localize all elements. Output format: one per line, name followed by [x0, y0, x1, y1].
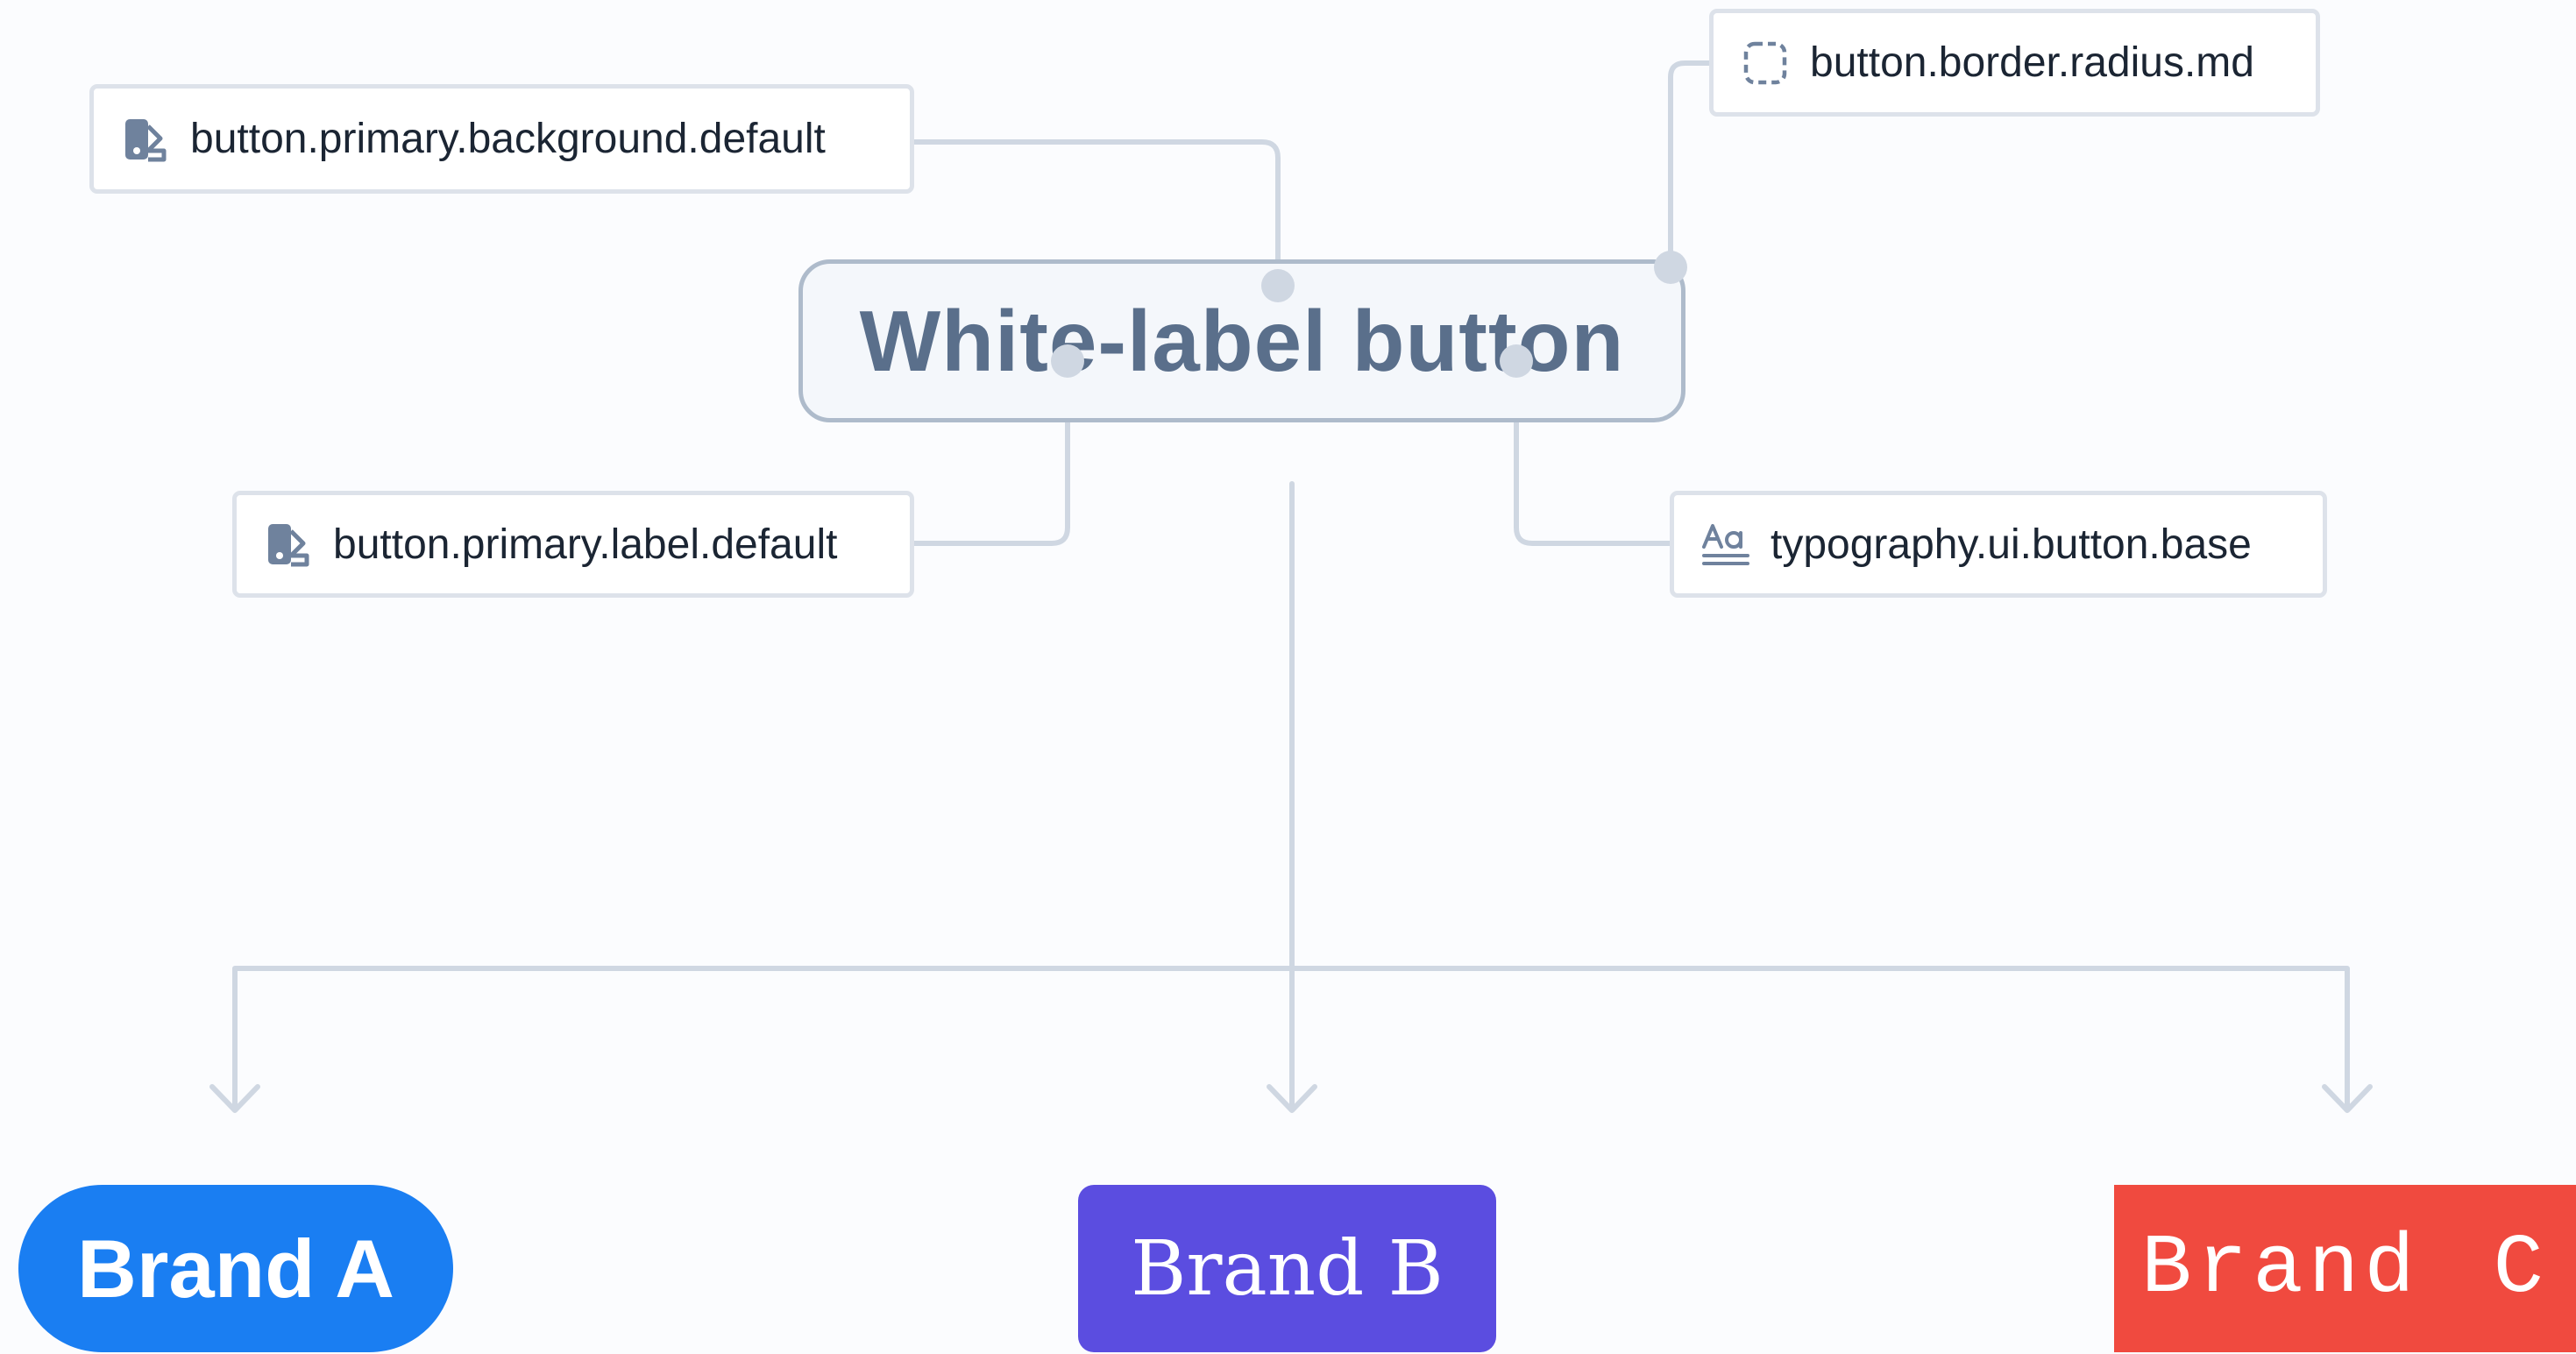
- connector-background: [912, 139, 1281, 288]
- token-border-radius: button.border.radius.md: [1709, 9, 2320, 117]
- border-radius-icon: [1740, 38, 1791, 89]
- color-swatch-icon: [120, 114, 171, 165]
- white-label-button-node: White-label button: [798, 259, 1685, 422]
- connector-branch: [232, 966, 2350, 1111]
- token-background-text: button.primary.background.default: [190, 116, 826, 162]
- token-background-default: button.primary.background.default: [89, 84, 914, 194]
- brand-c-label: Brand C: [2140, 1221, 2550, 1316]
- brand-c-button[interactable]: Brand C: [2114, 1185, 2576, 1352]
- connector-radius: [1668, 60, 1712, 270]
- token-radius-text: button.border.radius.md: [1810, 39, 2254, 86]
- token-typography: typography.ui.button.base: [1670, 491, 2327, 598]
- arrowhead-brand-c: [2322, 1084, 2373, 1113]
- brand-a-button[interactable]: Brand A: [18, 1185, 453, 1352]
- hub-title: White-label button: [859, 292, 1625, 389]
- brand-b-button[interactable]: Brand B: [1078, 1185, 1496, 1352]
- connector-typography: [1514, 358, 1672, 546]
- connector-label: [912, 358, 1070, 546]
- arrowhead-brand-a: [209, 1084, 260, 1113]
- token-label-text: button.primary.label.default: [333, 521, 838, 568]
- brand-b-label: Brand B: [1131, 1224, 1444, 1313]
- token-label-default: button.primary.label.default: [232, 491, 914, 598]
- color-swatch-icon: [263, 519, 314, 570]
- typography-icon: [1700, 519, 1751, 570]
- brand-a-label: Brand A: [76, 1222, 395, 1315]
- token-typography-text: typography.ui.button.base: [1771, 521, 2252, 568]
- arrowhead-brand-b: [1267, 1084, 1317, 1113]
